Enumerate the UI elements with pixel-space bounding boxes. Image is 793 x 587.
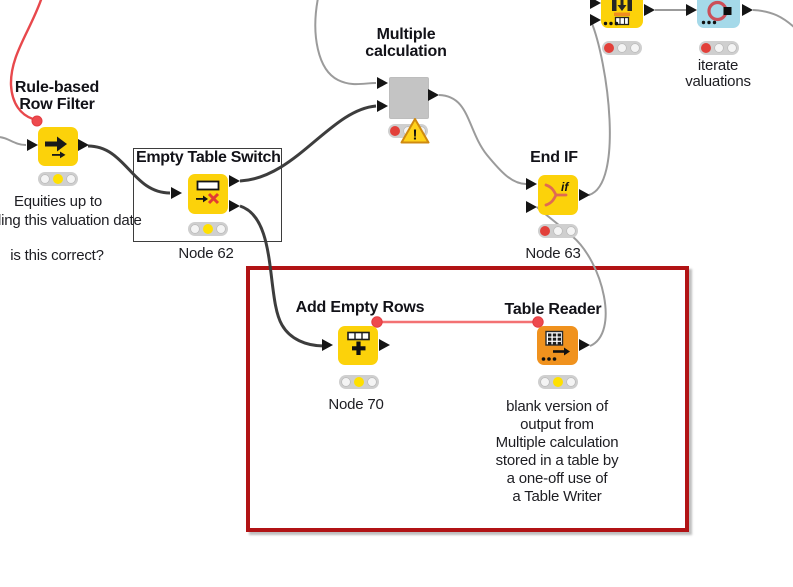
input-port[interactable] bbox=[526, 178, 537, 190]
empty-table-switch-node[interactable] bbox=[188, 174, 228, 214]
status-traffic-light bbox=[38, 172, 78, 186]
node-title-table-reader: Table Reader bbox=[504, 301, 602, 318]
output-port[interactable] bbox=[379, 339, 390, 351]
loop-end-node[interactable] bbox=[697, 0, 740, 28]
input-port[interactable] bbox=[171, 187, 182, 199]
status-traffic-light bbox=[538, 375, 578, 389]
node-title-end-if: End IF bbox=[530, 149, 578, 166]
svg-text:!: ! bbox=[413, 127, 418, 144]
output-port[interactable] bbox=[579, 339, 590, 351]
input-port[interactable] bbox=[686, 4, 697, 16]
input-port[interactable] bbox=[526, 201, 537, 213]
empty-table-switch-icon bbox=[196, 180, 220, 205]
input-port[interactable] bbox=[377, 100, 388, 112]
end-if-node[interactable]: if bbox=[538, 175, 578, 215]
row-filter-icon bbox=[45, 136, 67, 159]
input-port[interactable] bbox=[590, 14, 601, 26]
output-port[interactable] bbox=[579, 189, 590, 201]
multiple-calculation-metanode[interactable] bbox=[389, 77, 429, 119]
status-traffic-light bbox=[339, 375, 379, 389]
table-reader-node[interactable] bbox=[537, 326, 578, 365]
output-port[interactable] bbox=[229, 200, 240, 212]
svg-text:if: if bbox=[561, 180, 569, 194]
output-port[interactable] bbox=[428, 89, 439, 101]
node-label-add-empty-rows: Node 70 bbox=[328, 396, 384, 413]
status-traffic-light bbox=[602, 41, 642, 55]
input-port[interactable] bbox=[27, 139, 38, 151]
wire-into-row-filter[interactable] bbox=[0, 136, 27, 146]
node-label-rule-based-row-filter: Equities up to cluding this valuation da… bbox=[0, 193, 142, 229]
note-is-this-correct: is this correct? bbox=[10, 247, 104, 264]
input-port[interactable] bbox=[322, 339, 333, 351]
loop-end-icon bbox=[701, 0, 732, 25]
input-port[interactable] bbox=[590, 0, 601, 9]
warning-icon: ! bbox=[400, 118, 430, 144]
add-rows-icon bbox=[347, 331, 370, 355]
input-port[interactable] bbox=[377, 77, 388, 89]
node-title-multiple-calculation: Multiple calculation bbox=[365, 26, 447, 60]
flow-variable-port-row-filter[interactable] bbox=[31, 115, 43, 127]
loop-start-icon bbox=[603, 0, 632, 26]
node-label-empty-table-switch: Node 62 bbox=[178, 245, 234, 262]
output-port[interactable] bbox=[78, 139, 89, 151]
output-port[interactable] bbox=[742, 4, 753, 16]
red-annotation-rectangle[interactable] bbox=[246, 266, 689, 532]
wire-loop-end-out[interactable] bbox=[752, 9, 793, 28]
node-label-table-reader: blank version of output from Multiple ca… bbox=[495, 398, 619, 505]
status-traffic-light bbox=[538, 224, 578, 238]
output-port[interactable] bbox=[644, 4, 655, 16]
add-empty-rows-node[interactable] bbox=[338, 326, 378, 365]
wire-multiple-calculation-to-end-if[interactable] bbox=[438, 94, 527, 185]
output-port[interactable] bbox=[229, 175, 240, 187]
table-reader-icon bbox=[541, 330, 570, 361]
empty-table-switch-frame[interactable]: Empty Table Switch bbox=[133, 148, 282, 242]
node-title-rule-based-row-filter: Rule-based Row Filter bbox=[14, 79, 100, 113]
status-traffic-light bbox=[699, 41, 739, 55]
node-label-end-if: Node 63 bbox=[525, 245, 581, 262]
node-label-iterate-valuations: iterate valuations bbox=[685, 57, 751, 90]
loop-start-node[interactable] bbox=[601, 0, 643, 28]
node-title-add-empty-rows: Add Empty Rows bbox=[295, 299, 425, 316]
frame-title-empty-table-switch: Empty Table Switch bbox=[136, 149, 281, 166]
rule-based-row-filter-node[interactable] bbox=[38, 127, 78, 166]
end-if-icon: if bbox=[544, 180, 569, 207]
status-traffic-light bbox=[188, 222, 228, 236]
